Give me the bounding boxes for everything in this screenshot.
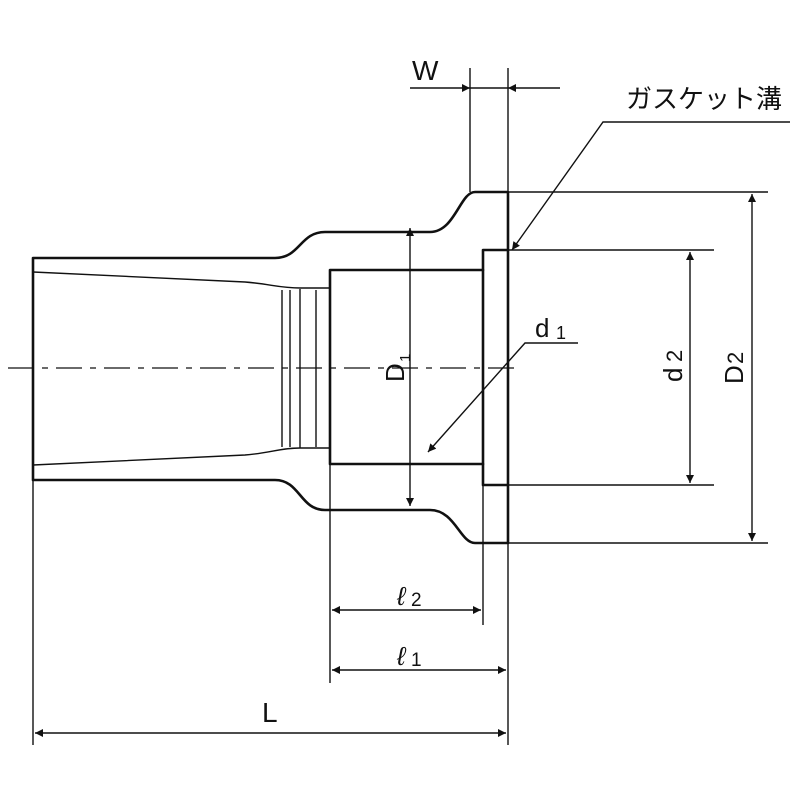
label-l1: ℓ — [396, 641, 407, 671]
label-D1-sub: 1 — [397, 354, 414, 362]
label-D1-group: D 1 — [380, 354, 414, 382]
label-w: W — [412, 55, 439, 86]
gasket-groove — [481, 248, 510, 487]
label-l2-sub: 2 — [411, 590, 422, 611]
label-d1-sub: 1 — [556, 323, 566, 343]
label-D2-group: D 2 — [719, 352, 749, 384]
label-l2: ℓ — [396, 581, 407, 611]
label-D1: D — [380, 363, 410, 382]
label-d2: d — [658, 368, 688, 382]
label-L: L — [262, 697, 278, 728]
label-d1: d — [535, 313, 549, 343]
leaders — [427, 121, 790, 453]
label-d2-sub: 2 — [662, 350, 687, 362]
label-D2-sub: 2 — [723, 352, 748, 364]
label-d2-group: d 2 — [658, 350, 688, 382]
extension-lines — [32, 68, 768, 745]
label-gasket-groove: ガスケット溝 — [626, 84, 782, 114]
leader-d1 — [427, 342, 578, 453]
taper-bore-bottom — [32, 447, 330, 466]
taper-bore-top — [32, 271, 330, 289]
leader-gasket-groove — [511, 121, 790, 251]
label-l1-sub: 1 — [411, 650, 422, 671]
label-D2: D — [719, 365, 749, 384]
dimension-lines — [35, 84, 756, 737]
